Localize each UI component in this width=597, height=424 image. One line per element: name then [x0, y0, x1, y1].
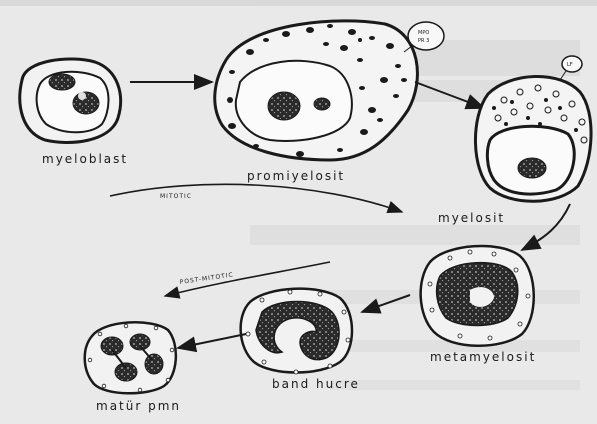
granule-tag-lf: LF: [567, 62, 573, 68]
label-mitotic: MITOTIC: [160, 193, 192, 200]
band-cell: [241, 289, 352, 374]
label-myelocyte: myelosit: [438, 211, 505, 225]
label-post-mitotic: POST-MITOTIC: [179, 271, 234, 286]
mature-pmn-cell: [85, 322, 176, 393]
label-mature-pmn: matür pmn: [96, 399, 181, 413]
promyelocyte-cell: MPO PR 3: [215, 21, 444, 160]
myelocyte-cell: LF: [475, 56, 591, 201]
granule-tag-mpo: MPO: [418, 30, 429, 36]
label-myeloblast: myeloblast: [42, 152, 128, 166]
label-metamyelocyte: metamyelosit: [430, 350, 536, 364]
granule-tag-pr3: PR 3: [418, 38, 429, 44]
label-promyelocyte: promiyelosit: [247, 169, 345, 183]
metamyelocyte-cell: [421, 246, 534, 346]
arrow-band-to-mature: [178, 334, 246, 348]
mitotic-arrow: [110, 184, 402, 212]
label-band: band hucre: [272, 377, 360, 391]
myeloblast-cell: [20, 59, 121, 142]
